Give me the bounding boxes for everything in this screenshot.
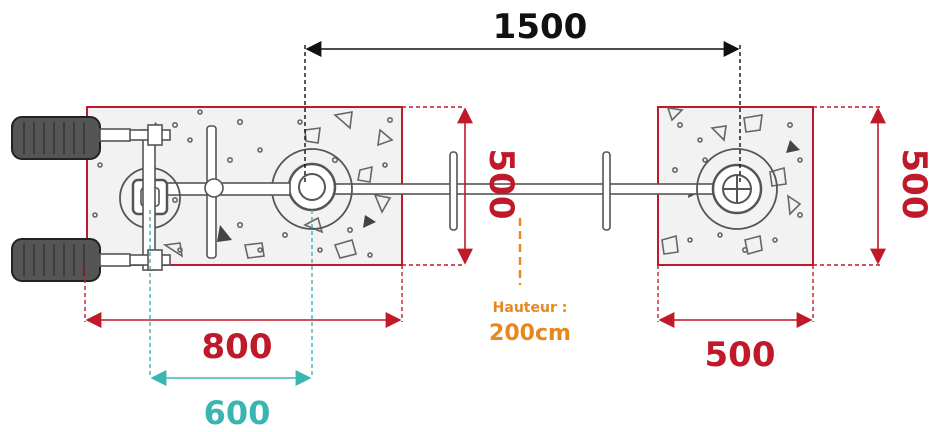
cable-handle-1 xyxy=(449,151,458,231)
cable-handle-2 xyxy=(602,151,611,231)
seat-top xyxy=(11,116,101,160)
zipline-structure xyxy=(99,124,778,271)
span-dimension-label: 1500 xyxy=(493,7,588,47)
height-note-value: 200cm xyxy=(489,321,571,346)
right-gravel-texture xyxy=(661,107,803,256)
left-gravel-texture xyxy=(92,109,394,259)
left-width-dimension-label: 800 xyxy=(202,327,273,367)
left-depth-dimension-label: 500 xyxy=(481,149,521,220)
right-mast-outer-ring xyxy=(696,148,778,230)
right-depth-dimension-label: 500 xyxy=(894,149,929,220)
seat-bottom xyxy=(11,238,101,282)
left-seats xyxy=(11,116,131,282)
left-mast-inner xyxy=(287,162,337,212)
offset-dimension-label: 600 xyxy=(204,394,271,432)
height-note-label: Hauteur : xyxy=(493,300,568,316)
extension-lines xyxy=(84,45,880,378)
right-width-dimension-label: 500 xyxy=(705,335,776,375)
